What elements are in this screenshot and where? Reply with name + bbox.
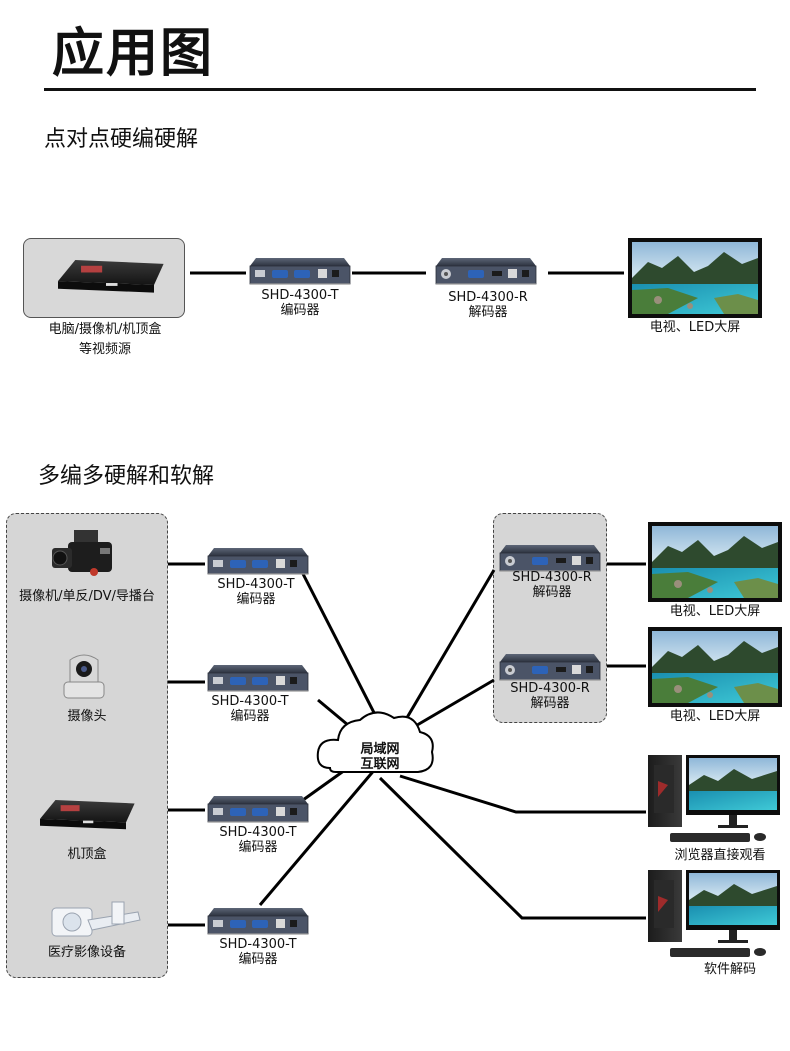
source-3-label: 机顶盒 bbox=[67, 847, 107, 862]
ptz-camera-icon bbox=[63, 654, 105, 699]
p2p-display-icon bbox=[628, 238, 762, 318]
sources-group bbox=[6, 513, 168, 978]
encoder-device-1-icon bbox=[207, 547, 309, 575]
network-cloud-icon bbox=[316, 711, 434, 773]
decoder-2-label: 解码器 bbox=[530, 696, 570, 711]
encoder-device-3-icon bbox=[207, 795, 309, 823]
display-1-icon bbox=[648, 522, 782, 602]
p2p-encoder-label: 编码器 bbox=[280, 303, 320, 318]
p2p-decoder-label: 解码器 bbox=[468, 305, 508, 320]
decoder-2-model: SHD-4300-R bbox=[510, 681, 590, 696]
page-title: 应用图 bbox=[52, 24, 215, 84]
display-1-label: 电视、LED大屏 bbox=[669, 604, 761, 619]
encoder-device-2-icon bbox=[207, 664, 309, 692]
section-p2p-title: 点对点硬编硬解 bbox=[44, 127, 199, 152]
decoder-device-2-icon bbox=[499, 653, 601, 681]
display-2-icon bbox=[648, 627, 782, 707]
decoder-1-model: SHD-4300-R bbox=[512, 570, 592, 585]
source-1-label: 摄像机/单反/DV/导播台 bbox=[19, 589, 155, 604]
encoder-1-label: 编码器 bbox=[236, 592, 276, 607]
encoder-4-model: SHD-4300-T bbox=[219, 937, 297, 952]
p2p-source-label: 电脑/摄像机/机顶盒 bbox=[48, 322, 162, 337]
section-multi-title: 多编多硬解和软解 bbox=[38, 464, 215, 489]
p2p-encoder-model: SHD-4300-T bbox=[261, 288, 339, 303]
encoder-4-label: 编码器 bbox=[238, 952, 278, 967]
set-top-box-icon bbox=[40, 800, 135, 830]
p2p-source-label-2: 等视频源 bbox=[78, 342, 131, 357]
encoder-2-model: SHD-4300-T bbox=[211, 694, 289, 709]
p2p-decoder-model: SHD-4300-R bbox=[448, 290, 528, 305]
network-label-lan: 局域网 bbox=[360, 742, 400, 757]
display-2-label: 电视、LED大屏 bbox=[669, 709, 761, 724]
p2p-display-label: 电视、LED大屏 bbox=[649, 320, 741, 335]
decoder-1-label: 解码器 bbox=[532, 585, 572, 600]
p2p-encoder-device-icon bbox=[249, 257, 351, 285]
p2p-decoder-device-icon bbox=[435, 257, 537, 285]
camcorder-icon bbox=[52, 530, 112, 576]
encoder-device-4-icon bbox=[207, 907, 309, 935]
medical-scanner-icon bbox=[51, 901, 141, 937]
p2p-set-top-box-icon bbox=[58, 260, 164, 293]
encoder-3-label: 编码器 bbox=[238, 840, 278, 855]
pc-2-icon bbox=[648, 870, 780, 957]
pc-1-icon bbox=[648, 755, 780, 842]
encoder-1-model: SHD-4300-T bbox=[217, 577, 295, 592]
source-2-label: 摄像头 bbox=[67, 709, 107, 724]
network-label-internet: 互联网 bbox=[360, 757, 400, 772]
source-4-label: 医疗影像设备 bbox=[47, 945, 126, 960]
encoder-2-label: 编码器 bbox=[230, 709, 270, 724]
title-underline bbox=[44, 88, 756, 91]
pc-2-label: 软件解码 bbox=[703, 962, 756, 977]
encoder-3-model: SHD-4300-T bbox=[219, 825, 297, 840]
pc-1-label: 浏览器直接观看 bbox=[674, 848, 766, 863]
decoder-device-1-icon bbox=[499, 544, 601, 572]
